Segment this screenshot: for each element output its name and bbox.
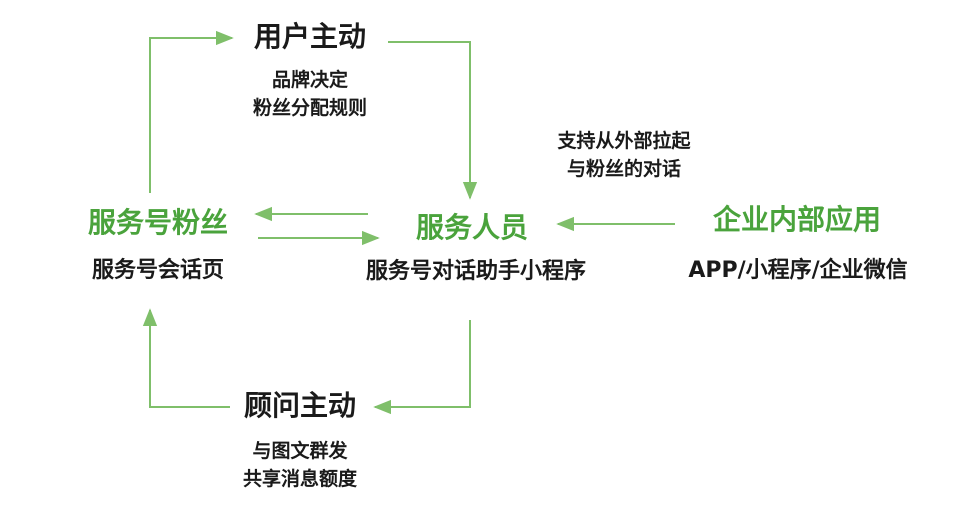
arrow-fans-to-user-active (149, 30, 234, 193)
node-fans-desc: 服务号会话页 (91, 258, 225, 283)
advisor-active-desc-line-1: 与图文群发 (252, 440, 348, 462)
arrow-user-active-to-staff (388, 41, 478, 200)
node-user-active-title: 用户主动 (253, 20, 367, 53)
advisor-active-desc-line-2: 共享消息额度 (242, 468, 358, 490)
user-active-desc-line-2: 粉丝分配规则 (252, 97, 368, 119)
node-advisor-active-desc: 与图文群发 共享消息额度 (243, 437, 357, 493)
node-fans-title: 服务号粉丝 (87, 206, 229, 239)
node-enterprise-desc: APP/小程序/企业微信 (688, 258, 908, 283)
staff-note-line-1: 支持从外部拉起 (557, 130, 691, 152)
node-staff-title: 服务人员 (415, 211, 529, 244)
arrow-advisor-active-to-fans (142, 308, 230, 408)
node-user-active-desc: 品牌决定 粉丝分配规则 (253, 66, 367, 122)
arrow-staff-to-advisor-active (373, 320, 471, 415)
node-staff-desc: 服务号对话助手小程序 (365, 259, 587, 284)
user-active-desc-line-1: 品牌决定 (271, 69, 349, 91)
node-enterprise-title: 企业内部应用 (712, 203, 882, 236)
node-advisor-active-title: 顾问主动 (243, 389, 357, 422)
node-staff-note: 支持从外部拉起 与粉丝的对话 (557, 127, 690, 183)
staff-note-line-2: 与粉丝的对话 (566, 158, 682, 180)
